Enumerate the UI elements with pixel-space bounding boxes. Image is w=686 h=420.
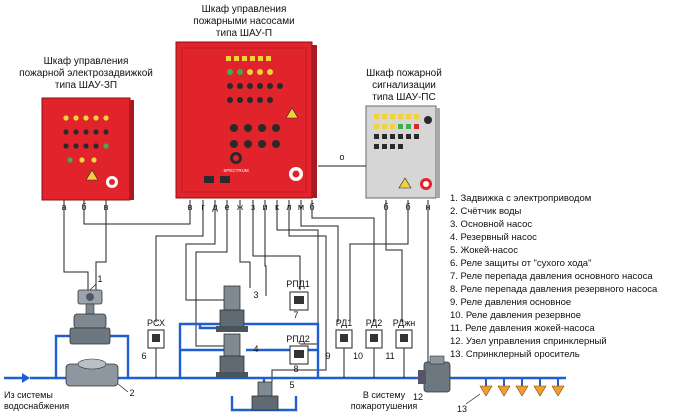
left-cabinet <box>41 97 134 201</box>
legend: 1. Задвижка с электроприводом 2. Счётчик… <box>450 193 658 360</box>
callout-numbers: 1 2 3 4 5 6 7 8 9 10 11 12 13 <box>89 274 481 414</box>
relay-rd2: РД2 <box>365 318 383 378</box>
svg-text:10: 10 <box>353 351 363 361</box>
svg-text:4: 4 <box>253 344 258 354</box>
svg-text:В систему: В систему <box>363 390 406 400</box>
svg-text:3. Основной насос: 3. Основной насос <box>450 219 532 230</box>
right-terminals: б б н <box>383 202 430 212</box>
svg-text:Шкаф пожарной: Шкаф пожарной <box>366 67 442 79</box>
svg-text:SPECTRUM: SPECTRUM <box>223 168 249 173</box>
relay-rpd1: РПД1 <box>286 279 310 311</box>
svg-text:1: 1 <box>97 274 102 284</box>
inlet-caption: Из системы водоснабжения <box>4 390 69 411</box>
water-meter <box>65 358 119 387</box>
svg-text:7. Реле перепада давления осно: 7. Реле перепада давления основного насо… <box>450 271 653 282</box>
svg-text:о: о <box>339 152 344 162</box>
cabinet-link-o: о <box>318 152 366 167</box>
svg-text:11. Реле давления жокей-насоса: 11. Реле давления жокей-насоса <box>450 323 595 334</box>
jockey-pump <box>251 381 279 411</box>
svg-text:6. Реле защиты от "сухого хода: 6. Реле защиты от "сухого хода" <box>450 258 591 269</box>
relay-rd1: РД1 <box>335 318 353 378</box>
svg-text:Шкаф управления: Шкаф управления <box>202 3 287 15</box>
svg-text:РД2: РД2 <box>366 318 383 328</box>
svg-text:8. Реле перепада давления резе: 8. Реле перепада давления резервного нас… <box>450 284 658 295</box>
left-terminals: а б в <box>61 202 108 212</box>
svg-text:Из системы: Из системы <box>4 390 53 400</box>
center-cabinet-title: Шкаф управления пожарными насосами типа … <box>193 3 294 39</box>
svg-text:пожарными насосами: пожарными насосами <box>193 16 294 27</box>
sprinkler-head <box>479 378 493 397</box>
svg-text:5: 5 <box>289 380 294 390</box>
svg-text:2. Счётчик воды: 2. Счётчик воды <box>450 206 522 217</box>
sprinkler-head <box>515 378 529 397</box>
sprinkler-head <box>497 378 511 397</box>
svg-text:пожаротушения: пожаротушения <box>351 401 418 411</box>
sprinklers <box>479 378 565 397</box>
svg-text:Шкаф управления: Шкаф управления <box>44 55 129 67</box>
left-cabinet-title: Шкаф управления пожарной электрозадвижко… <box>19 55 153 91</box>
inlet-arrow <box>4 373 30 383</box>
svg-text:12. Узел управления спринклерн: 12. Узел управления спринклерный <box>450 336 607 347</box>
main-pump <box>216 285 248 332</box>
svg-text:13: 13 <box>457 404 467 414</box>
center-cabinet: SPECTRUM <box>175 41 317 199</box>
right-cabinet <box>365 105 440 199</box>
svg-text:типа ШАУ-ЗП: типа ШАУ-ЗП <box>55 80 117 91</box>
svg-text:РСХ: РСХ <box>147 318 165 328</box>
svg-text:3: 3 <box>253 290 258 300</box>
sprinkler-head <box>551 378 565 397</box>
sprinkler-control-unit <box>418 355 451 393</box>
svg-text:13. Спринклерный ороситель: 13. Спринклерный ороситель <box>450 349 580 360</box>
outlet-caption: В систему пожаротушения <box>351 390 418 411</box>
svg-text:2: 2 <box>129 388 134 398</box>
right-cabinet-title: Шкаф пожарной сигнализации типа ШАУ-ПС <box>366 67 442 103</box>
svg-text:4. Резервный насос: 4. Резервный насос <box>450 232 537 243</box>
svg-text:РПД1: РПД1 <box>286 279 310 289</box>
svg-text:9. Реле давления основное: 9. Реле давления основное <box>450 297 571 308</box>
svg-text:РД1: РД1 <box>336 318 353 328</box>
svg-text:9: 9 <box>325 351 330 361</box>
relay-rpd2: РПД2 <box>286 334 310 365</box>
reserve-pump <box>216 333 248 378</box>
svg-text:11: 11 <box>385 351 394 361</box>
svg-text:7: 7 <box>293 310 298 320</box>
control-wiring <box>63 200 429 382</box>
svg-text:8: 8 <box>293 364 298 374</box>
svg-text:РПД2: РПД2 <box>286 334 310 344</box>
relay-rdzh: РДжн <box>393 318 416 378</box>
electric-valve <box>69 289 111 345</box>
svg-text:5. Жокей-насос: 5. Жокей-насос <box>450 245 518 256</box>
svg-text:1. Задвижка с электроприводом: 1. Задвижка с электроприводом <box>450 193 591 204</box>
svg-text:типа ШАУ-ПС: типа ШАУ-ПС <box>372 92 435 103</box>
svg-text:пожарной электрозадвижкой: пожарной электрозадвижкой <box>19 68 153 79</box>
svg-text:сигнализации: сигнализации <box>372 80 436 91</box>
sprinkler-head <box>533 378 547 397</box>
svg-text:водоснабжения: водоснабжения <box>4 401 69 411</box>
svg-text:РДжн: РДжн <box>393 318 416 328</box>
relay-rsx: РСХ <box>147 318 165 378</box>
svg-text:типа ШАУ-П: типа ШАУ-П <box>216 28 272 39</box>
svg-text:10. Реле давления резервное: 10. Реле давления резервное <box>450 310 581 321</box>
center-terminals: в г д е ж з и к л м б <box>188 202 315 212</box>
svg-text:12: 12 <box>413 392 423 402</box>
svg-text:6: 6 <box>141 351 146 361</box>
